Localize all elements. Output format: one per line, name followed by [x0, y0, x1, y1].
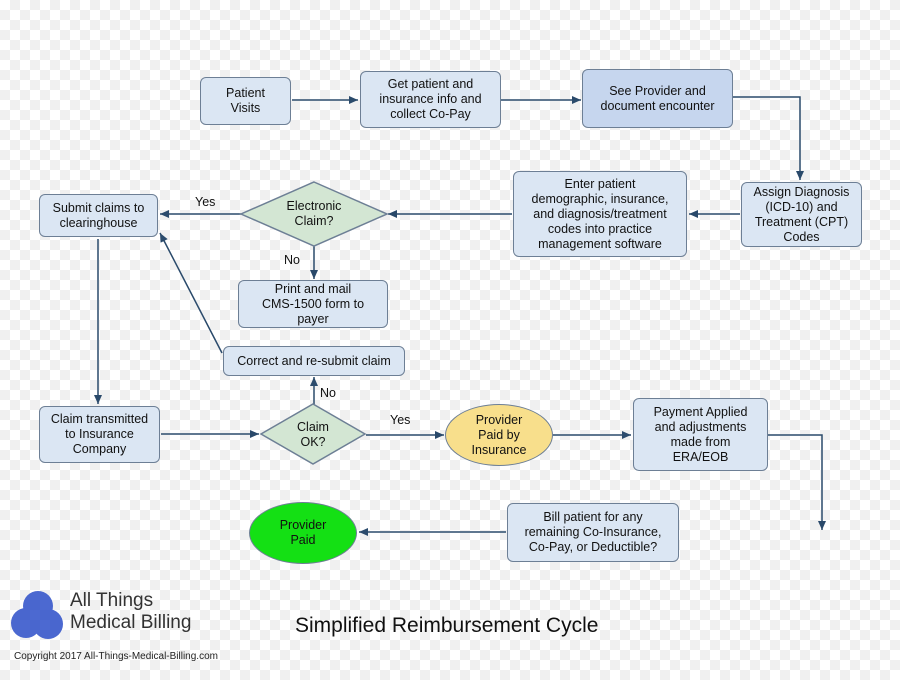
node-get-patient-info: Get patient and insurance info and colle… [360, 71, 501, 128]
node-submit-claims: Submit claims to clearinghouse [39, 194, 158, 237]
node-assign-diagnosis: Assign Diagnosis (ICD-10) and Treatment … [741, 182, 862, 247]
node-see-provider: See Provider and document encounter [582, 69, 733, 128]
arrow-correct-to-submit [159, 232, 223, 354]
node-provider-paid: Provider Paid [249, 502, 357, 564]
logo-icon [11, 591, 63, 639]
node-provider-paid-insurance: Provider Paid by Insurance [445, 404, 553, 466]
node-print-mail: Print and mail CMS-1500 form to payer [238, 280, 388, 328]
electronic-claim-diamond [239, 181, 389, 247]
label-electronic-claim: Electronic Claim? [286, 199, 342, 228]
diagram-title: Simplified Reimbursement Cycle [295, 614, 599, 637]
node-claim-transmitted: Claim transmitted to Insurance Company [39, 406, 160, 463]
copyright-text: Copyright 2017 All-Things-Medical-Billin… [14, 651, 218, 662]
edge-label-no-claim-ok: No [320, 386, 336, 400]
claim-ok-diamond [259, 403, 367, 465]
node-patient-visits: Patient Visits [200, 77, 291, 125]
node-bill-patient: Bill patient for any remaining Co-Insura… [507, 503, 679, 562]
node-correct-resubmit: Correct and re-submit claim [223, 346, 405, 376]
label-claim-ok: Claim OK? [297, 420, 329, 449]
edge-label-yes-electronic: Yes [195, 195, 216, 209]
brand-name: All Things Medical Billing [70, 590, 192, 633]
arrow-provider-to-diagnosis [733, 96, 804, 180]
node-payment-applied: Payment Applied and adjustments made fro… [633, 398, 768, 471]
arrow-payment-to-bill [768, 434, 826, 530]
node-enter-data: Enter patient demographic, insurance, an… [513, 171, 687, 257]
edge-label-no-electronic: No [284, 253, 300, 267]
edge-label-yes-claim-ok: Yes [390, 413, 411, 427]
